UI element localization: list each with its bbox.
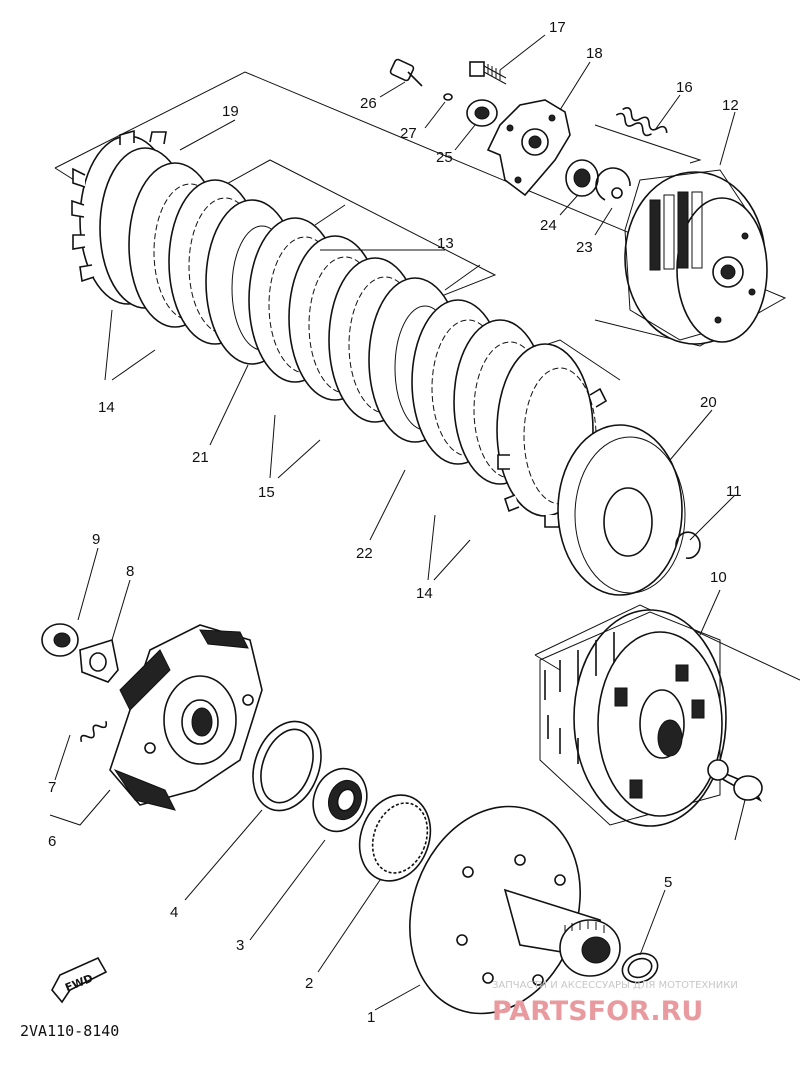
part-label-15: 15 — [258, 484, 275, 501]
part-label-21-upper: 21 — [192, 449, 209, 466]
clutch-plate-stack — [71, 129, 608, 528]
part-labels: 17 18 26 27 25 16 12 19 24 23 13 14 21 1… — [48, 19, 742, 1026]
part-label-14-lower: 14 — [416, 585, 433, 602]
fwd-arrow-icon: FWD — [51, 956, 108, 1004]
part-label-19: 18 — [586, 45, 603, 62]
one-way-clutch-2 — [358, 794, 432, 882]
part-label-6: 6 — [48, 833, 56, 850]
washer-26 — [443, 93, 453, 101]
part-label-18: 17 — [549, 19, 566, 36]
part-label-22: 23 — [576, 239, 593, 256]
shim-4 — [252, 720, 322, 812]
washer-8 — [79, 638, 119, 683]
watermark-brand: PARTSFOR.RU — [492, 996, 703, 1027]
circlip-11 — [675, 531, 701, 559]
part-label-26: 27 — [400, 125, 417, 142]
bolt-25 — [389, 58, 423, 87]
part-label-4: 4 — [170, 904, 178, 921]
centrifugal-clutch-6 — [109, 624, 263, 811]
part-label-23: 24 — [540, 217, 557, 234]
spring-17 — [615, 107, 668, 137]
part-label-1: 1 — [367, 1009, 375, 1026]
washer-5 — [621, 952, 659, 984]
pressure-plate-16 — [557, 424, 686, 596]
washer-9 — [41, 623, 79, 657]
part-label-14-upper: 14 — [98, 399, 115, 416]
leader-lines — [49, 34, 746, 1011]
part-label-2: 2 — [305, 975, 313, 992]
part-label-24: 25 — [436, 149, 453, 166]
watermark-tagline: ЗАПЧАСТИ И АКСЕССУАРЫ ДЛЯ МОТОТЕХНИКИ — [492, 980, 738, 991]
part-label-7: 7 — [48, 779, 56, 796]
bolt-18 — [469, 61, 507, 85]
part-label-16: 20 — [700, 394, 717, 411]
part-label-12: 12 — [722, 97, 739, 114]
part-label-5: 5 — [664, 874, 672, 891]
push-plate-19 — [486, 99, 571, 197]
spring-7 — [80, 721, 108, 742]
part-label-20: 19 — [222, 103, 239, 120]
part-label-13: 13 — [437, 235, 454, 252]
part-label-9: 9 — [92, 531, 100, 548]
watermark: ЗАПЧАСТИ И АКСЕССУАРЫ ДЛЯ МОТОТЕХНИКИ PA… — [492, 980, 738, 1027]
part-label-8: 8 — [126, 563, 134, 580]
bearing-24 — [466, 99, 498, 127]
part-label-25: 26 — [360, 95, 377, 112]
clutch-housing-10 — [539, 609, 727, 827]
part-label-21-lower: 22 — [356, 545, 373, 562]
part-label-10: 10 — [710, 569, 727, 586]
sleeve-27 — [707, 759, 763, 803]
part-label-11: 11 — [726, 483, 742, 500]
lock-washer-22 — [595, 167, 631, 201]
part-label-3: 3 — [236, 937, 244, 954]
diagram-code: 2VA110-8140 — [20, 1022, 119, 1040]
bearing-3 — [312, 767, 368, 833]
clutch-boss-12 — [624, 169, 768, 345]
part-label-17: 16 — [676, 79, 693, 96]
clutch-carrier-1 — [409, 805, 621, 1015]
washer-23 — [565, 159, 599, 197]
